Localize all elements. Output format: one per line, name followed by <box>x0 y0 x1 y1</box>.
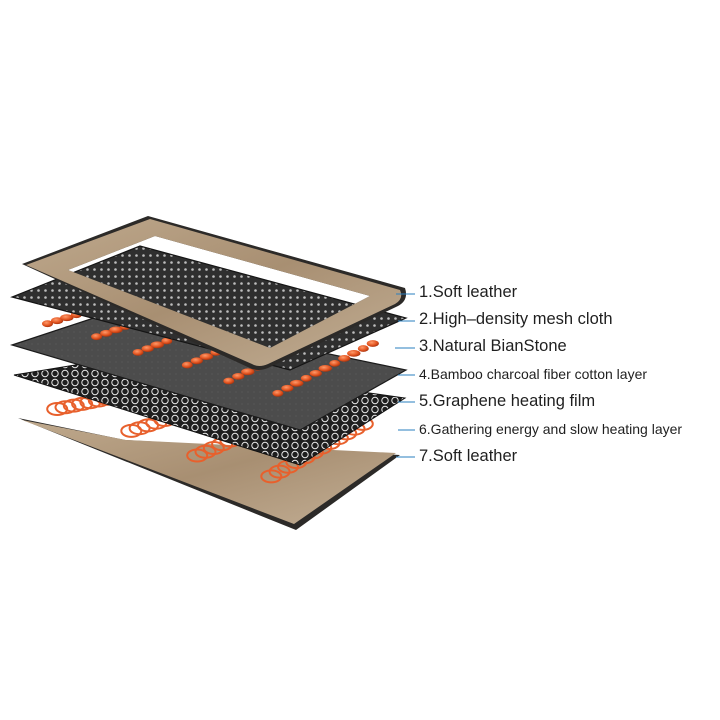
energy-ring-icon <box>260 469 283 484</box>
stone-icon <box>150 341 164 349</box>
layer-label-4: 4.Bamboo charcoal fiber cotton layer <box>419 366 648 382</box>
stone-icon <box>357 345 369 352</box>
stone-icon <box>347 350 361 357</box>
leader-lines <box>395 293 415 458</box>
stone-icon <box>338 355 351 362</box>
stone-icon <box>232 373 245 380</box>
stone-icon <box>241 368 255 376</box>
layer-label-6: 6.Gathering energy and slow heating laye… <box>419 421 683 437</box>
stone-icon <box>290 379 304 387</box>
stone-icon <box>190 357 203 365</box>
layer-label-2: 2.High–density mesh cloth <box>419 310 613 328</box>
layer-7-soft-leather <box>18 418 400 530</box>
stone-icon <box>318 365 332 372</box>
layer-label-7: 7.Soft leather <box>419 447 518 465</box>
stone-icon <box>199 353 214 360</box>
stone-icon <box>141 345 154 352</box>
stone-icon <box>309 370 322 377</box>
stone-icon <box>60 314 74 322</box>
layer-label-1: 1.Soft leather <box>419 283 518 301</box>
stone-icon <box>329 360 341 367</box>
layer-label-3: 3.Natural BianStone <box>419 337 567 355</box>
layer-label-5: 5.Graphene heating film <box>419 392 596 410</box>
stone-icon <box>366 340 379 347</box>
stone-icon <box>91 333 103 341</box>
energy-ring-icon <box>268 464 291 479</box>
layer-4-charcoal-layer <box>9 309 408 431</box>
stone-icon <box>272 389 284 397</box>
stone-icon <box>281 384 294 392</box>
stone-icon <box>300 374 312 382</box>
stone-icon <box>42 320 53 328</box>
stone-icon <box>223 377 235 385</box>
layer-1-soft-leather-frame <box>22 216 407 370</box>
stone-icon <box>109 326 123 334</box>
stone-icon <box>161 337 173 345</box>
stone-icon <box>51 317 64 325</box>
stone-icon <box>132 349 144 356</box>
stone-icon <box>100 329 113 337</box>
stone-icon <box>181 361 193 369</box>
